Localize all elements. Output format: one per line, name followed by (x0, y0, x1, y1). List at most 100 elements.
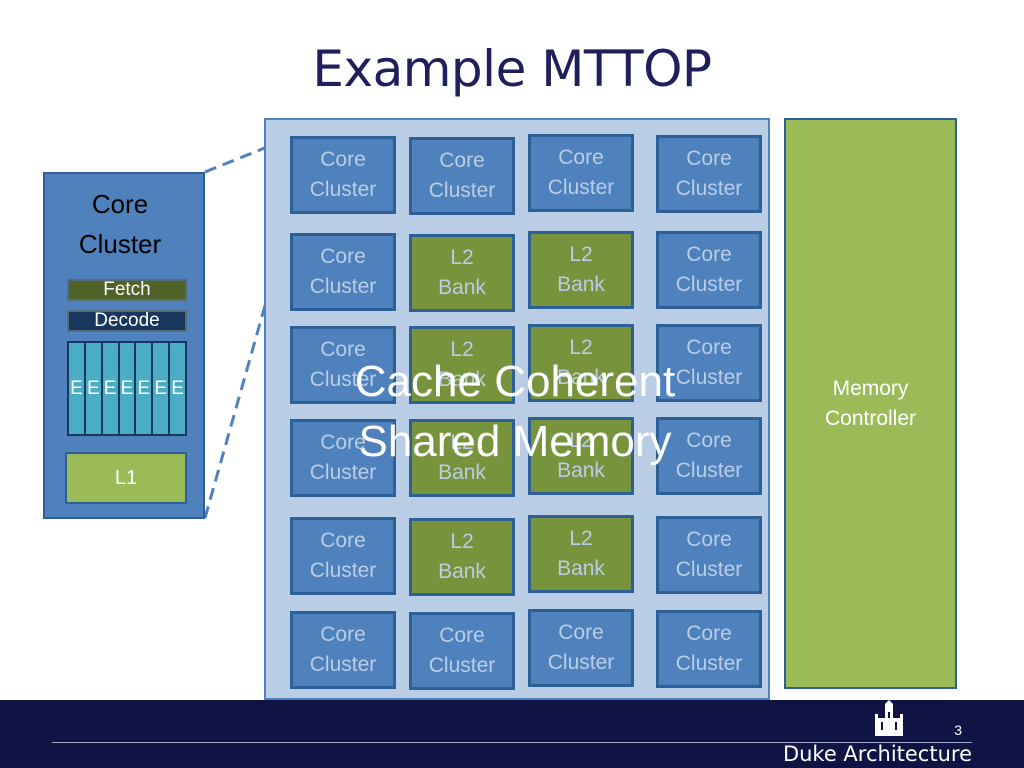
execution-unit: E (102, 343, 120, 434)
tile-line2: Cluster (675, 177, 743, 200)
tile-line1: Core (320, 529, 366, 552)
tile-line1: Core (686, 528, 732, 551)
memory-controller-line1: Memory (832, 376, 909, 400)
tile-line1: Core (439, 624, 485, 647)
tile-line2: Cluster (309, 559, 377, 582)
shared-memory-label-line2: Shared Memory (358, 417, 672, 466)
tile-line2: Cluster (675, 652, 743, 675)
tile-line2: Bank (557, 273, 605, 296)
tile-line2: Bank (557, 366, 605, 389)
tile-line2: Cluster (675, 558, 743, 581)
tile-line1: L2 (569, 429, 593, 452)
tile-line2: Cluster (309, 368, 377, 391)
core-cluster-detail: Core Cluster Fetch Decode E E E E E E E … (43, 172, 205, 519)
tile-line2: Cluster (547, 176, 615, 199)
tile-line1: Core (439, 149, 485, 172)
execution-unit: E (69, 343, 86, 434)
fetch-unit: Fetch (67, 279, 187, 301)
tile-line1: Core (320, 148, 366, 171)
tile-line2: Cluster (675, 273, 743, 296)
tile-line1: Core (686, 429, 732, 452)
tile-line2: Bank (557, 557, 605, 580)
execution-unit: E (85, 343, 103, 434)
tile-line2: Cluster (675, 366, 743, 389)
tile-line1: L2 (450, 431, 474, 454)
execution-units: E E E E E E E (67, 341, 187, 436)
core-cluster-detail-title-line2: Cluster (78, 229, 162, 259)
shared-memory-label: Cache Coherent Shared Memory (330, 352, 700, 472)
duke-chapel-icon (875, 700, 903, 736)
footer-divider (52, 742, 972, 743)
memory-controller-line2: Controller (824, 406, 917, 430)
tile-line1: L2 (569, 336, 593, 359)
tile-line2: Cluster (309, 461, 377, 484)
footer-bar: 3 Duke Architecture (0, 700, 1024, 768)
tile-line1: Core (558, 621, 604, 644)
tile-line2: Bank (438, 560, 486, 583)
tile-line1: Core (686, 243, 732, 266)
tile-line1: Core (686, 336, 732, 359)
tile-line1: Core (686, 622, 732, 645)
tile-line2: Bank (438, 276, 486, 299)
tile-line1: L2 (569, 243, 593, 266)
page-number: 3 (954, 722, 962, 738)
tile-line2: Cluster (309, 653, 377, 676)
brand-name: Duke Architecture (782, 742, 972, 766)
tile-line2: Bank (438, 461, 486, 484)
slide-title: Example MTTOP (312, 40, 712, 98)
tile-line2: Bank (557, 459, 605, 482)
tile-line2: Cluster (309, 178, 377, 201)
decode-unit: Decode (67, 310, 187, 332)
tile-line2: Cluster (675, 459, 743, 482)
tile-line1: L2 (450, 530, 474, 553)
shared-memory-label-line1: Cache Coherent (354, 357, 676, 406)
tile-line1: L2 (450, 338, 474, 361)
tile-line1: Core (320, 431, 366, 454)
memory-controller: Memory Controller (784, 118, 957, 689)
tile-line2: Cluster (547, 651, 615, 674)
execution-unit: E (136, 343, 154, 434)
tile-line2: Cluster (428, 654, 496, 677)
tile-line1: Core (320, 338, 366, 361)
core-cluster-detail-title-line1: Core (91, 189, 149, 219)
execution-unit: E (153, 343, 171, 434)
tile-line2: Cluster (428, 179, 496, 202)
execution-unit: E (170, 343, 186, 434)
execution-unit: E (119, 343, 137, 434)
l1-cache: L1 (65, 452, 187, 504)
tile-line1: Core (686, 147, 732, 170)
tile-line1: Core (320, 623, 366, 646)
core-cluster-detail-title: Core Cluster (45, 184, 195, 264)
tile-line2: Bank (438, 368, 486, 391)
tile-line1: L2 (569, 527, 593, 550)
tile-line1: Core (320, 245, 366, 268)
tile-line1: L2 (450, 246, 474, 269)
tile-line2: Cluster (309, 275, 377, 298)
tile-line1: Core (558, 146, 604, 169)
